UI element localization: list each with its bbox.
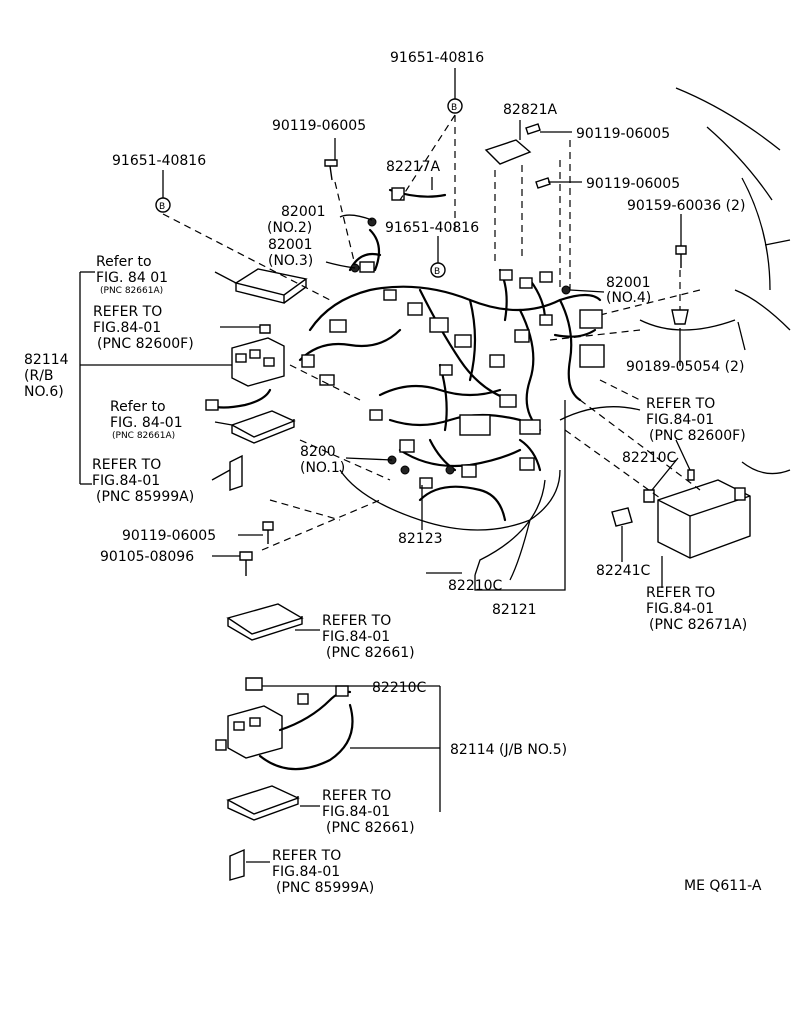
- part-number-label: 82210C: [622, 450, 677, 466]
- part-number-label: 91651-40816: [390, 50, 484, 66]
- reference-note: Refer to: [96, 254, 152, 270]
- part-number-label: (R/B: [24, 368, 54, 384]
- part-number-label: 82241C: [596, 563, 651, 579]
- engine-wire-harness: [298, 187, 605, 531]
- part-number-label: 82121: [492, 602, 537, 618]
- drawing-code: ME Q611-A: [684, 878, 762, 894]
- part-number-label: 8200: [300, 444, 336, 460]
- svg-text:B: B: [451, 103, 457, 113]
- vehicle-body-outline: [559, 87, 791, 475]
- reference-note: REFER TO: [322, 788, 391, 804]
- part-number-label: 82114: [24, 352, 69, 368]
- reference-note: (PNC 82661): [326, 645, 415, 661]
- reference-note: REFER TO: [92, 457, 161, 473]
- reference-note: FIG.84-01: [272, 864, 340, 880]
- reference-note: REFER TO: [646, 585, 715, 601]
- part-number-label: 90189-05054 (2): [626, 359, 744, 375]
- fasteners: B B B: [155, 98, 689, 576]
- part-number-label: (NO.3): [268, 253, 313, 269]
- part-number-label: (NO.2): [267, 220, 312, 236]
- reference-note: FIG. 84 01: [96, 270, 168, 286]
- dashed-reference-lines: [162, 114, 701, 551]
- part-number-label: 82123: [398, 531, 443, 547]
- leader-lines: [79, 68, 691, 863]
- reference-note: REFER TO: [272, 848, 341, 864]
- reference-note: FIG. 84-01: [110, 415, 183, 431]
- part-number-label: 90159-60036 (2): [627, 198, 745, 214]
- part-number-label: 90119-06005: [586, 176, 680, 192]
- reference-note: FIG.84-01: [322, 804, 390, 820]
- reference-note: (PNC 82671A): [649, 617, 747, 633]
- part-number-label: 90105-08096: [100, 549, 194, 565]
- part-number-label: 82001: [606, 275, 651, 291]
- reference-note: (PNC 85999A): [276, 880, 374, 896]
- part-number-label: 82821A: [503, 102, 558, 118]
- callout-labels: 91651-40816 82821A 90119-06005 90119-060…: [24, 50, 762, 896]
- part-number-label: 82001: [268, 237, 313, 253]
- reference-note: REFER TO: [646, 396, 715, 412]
- reference-note: (PNC 82661A): [100, 286, 163, 296]
- part-number-label: 82001: [281, 204, 326, 220]
- part-number-label: 91651-40816: [385, 220, 479, 236]
- part-number-label: 90119-06005: [272, 118, 366, 134]
- reference-note: Refer to: [110, 399, 166, 415]
- reference-note: REFER TO: [322, 613, 391, 629]
- part-number-label: NO.6): [24, 384, 64, 400]
- part-number-label: 91651-40816: [112, 153, 206, 169]
- part-number-label: (NO.1): [300, 460, 345, 476]
- reference-note: FIG.84-01: [322, 629, 390, 645]
- part-number-label: 90119-06005: [576, 126, 670, 142]
- part-number-label: 82210C: [372, 680, 427, 696]
- reference-note: (PNC 82661A): [112, 431, 175, 441]
- svg-text:B: B: [159, 202, 165, 212]
- part-number-label: 82217A: [386, 159, 441, 175]
- left-components: [205, 268, 308, 491]
- reference-note: (PNC 82661): [326, 820, 415, 836]
- part-number-label: 90119-06005: [122, 528, 216, 544]
- reference-note: (PNC 82600F): [649, 428, 746, 444]
- right-components: [611, 469, 751, 559]
- part-number-label: 82114 (J/B NO.5): [450, 742, 567, 758]
- part-number-label: 82210C: [448, 578, 503, 594]
- lower-components: [215, 603, 354, 881]
- reference-note: FIG.84-01: [646, 412, 714, 428]
- reference-note: REFER TO: [93, 304, 162, 320]
- reference-note: FIG.84-01: [92, 473, 160, 489]
- part-number-label: (NO.4): [606, 290, 651, 306]
- reference-note: FIG.84-01: [646, 601, 714, 617]
- reference-note: FIG.84-01: [93, 320, 161, 336]
- svg-text:B: B: [434, 267, 440, 277]
- reference-note: (PNC 82600F): [97, 336, 194, 352]
- reference-note: (PNC 85999A): [96, 489, 194, 505]
